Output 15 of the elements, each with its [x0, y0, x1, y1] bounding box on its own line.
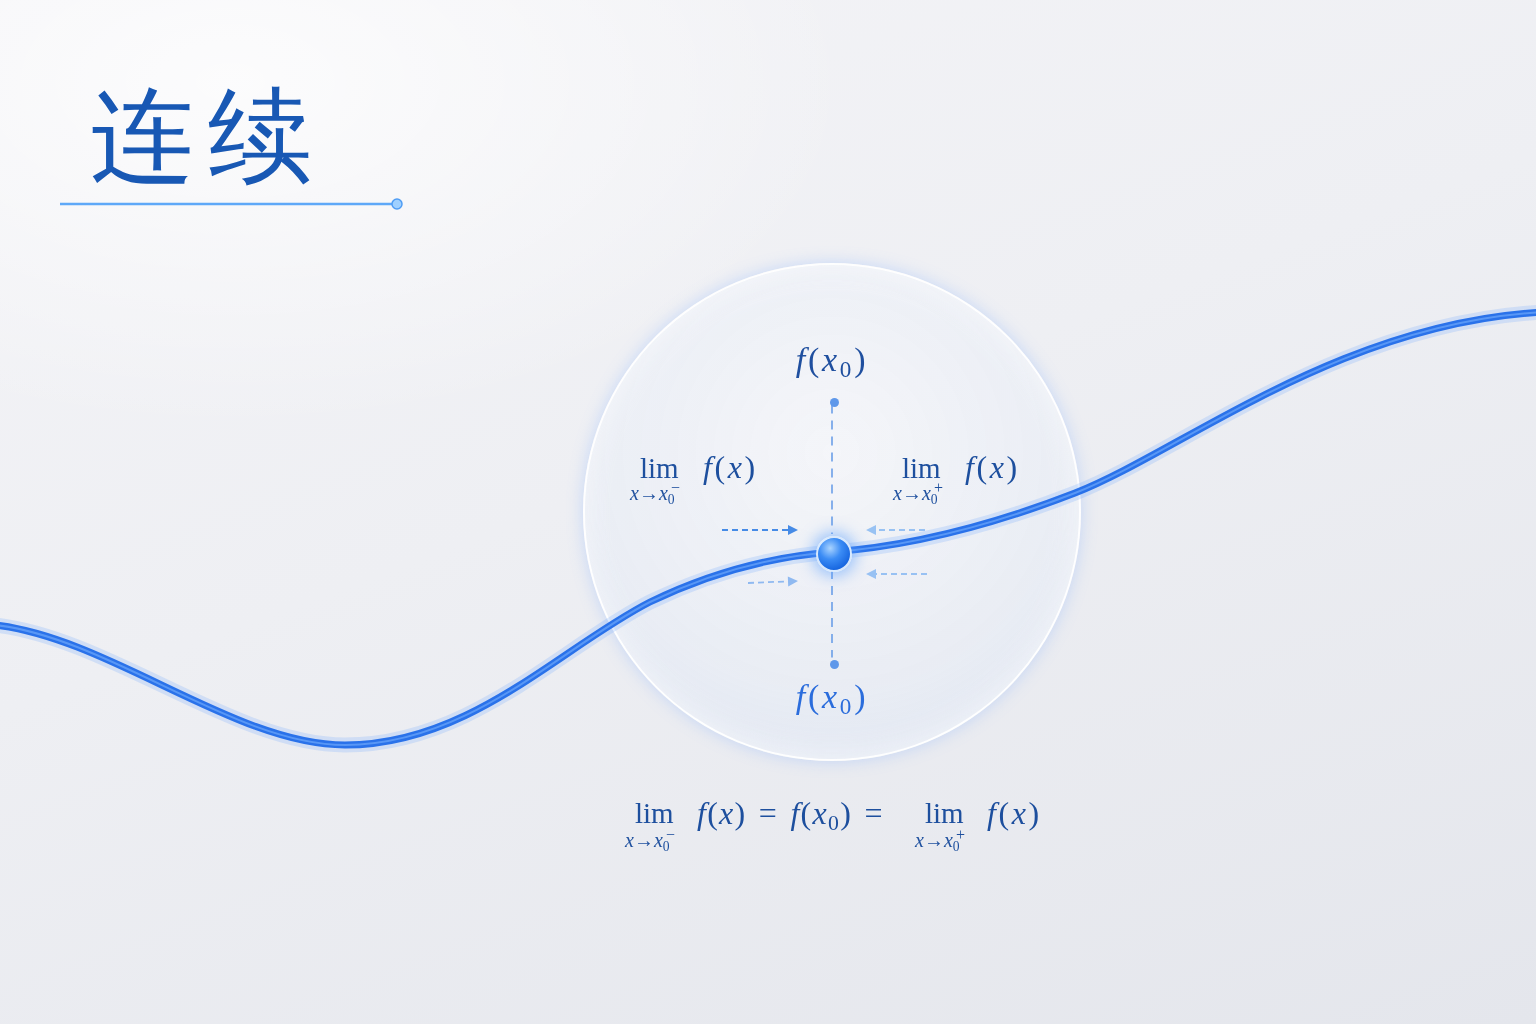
formula-text: f(x$_{0}$) — [795, 340, 869, 381]
formula-text: f(x) = f(x$_{0}$) = — [697, 793, 884, 833]
formula-text: f(x) — [703, 447, 758, 487]
diagram-title: 连续 — [90, 84, 326, 188]
formula-text: lim — [902, 450, 941, 484]
highlighted-point — [816, 536, 852, 572]
formula-text: lim — [925, 795, 964, 830]
formula-text: f(x) — [987, 793, 1042, 833]
formula-text: f(x$_{0}$) — [795, 677, 869, 718]
endpoint-dot — [829, 659, 839, 669]
formula-text: lim — [640, 450, 679, 486]
endpoint-dot — [829, 397, 839, 407]
formula-text: f(x) — [965, 447, 1020, 487]
dashed-connector — [831, 569, 833, 659]
formula-text: lim — [635, 795, 674, 831]
